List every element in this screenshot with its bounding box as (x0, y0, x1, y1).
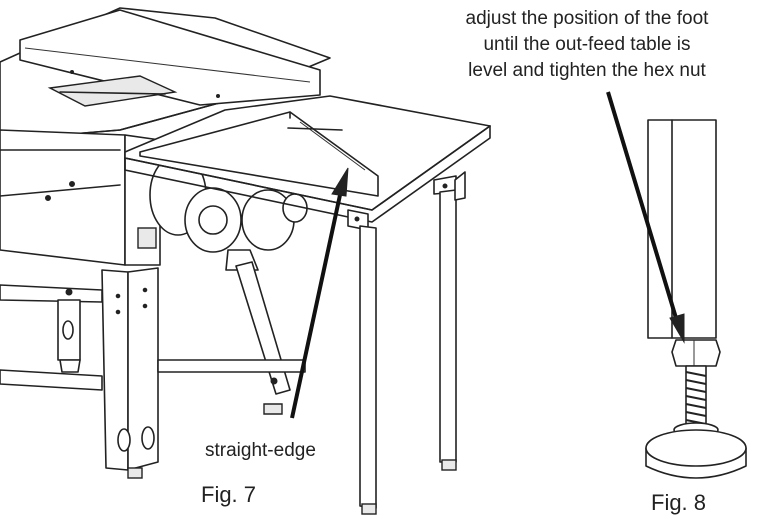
saw-stand-legs (0, 267, 306, 479)
instruction-line-3: level and tighten the hex nut (468, 60, 706, 81)
straight-edge-arrow (290, 167, 349, 419)
foot-detail (645, 119, 747, 479)
figure-8-caption: Fig. 8 (651, 490, 707, 515)
figure-7-caption: Fig. 7 (201, 482, 257, 507)
straight-edge-label: straight-edge (205, 440, 316, 461)
saw-main-table (0, 7, 331, 141)
saw-cabinet (0, 129, 161, 266)
instruction-line-1: adjust the position of the foot (465, 8, 709, 29)
instruction-line-2: until the out-feed table is (483, 34, 691, 55)
outfeed-legs (347, 171, 466, 515)
outfeed-table (124, 95, 491, 223)
foot-adjust-instruction: adjust the position of the foot until th… (412, 6, 757, 84)
foot-arrow (606, 91, 685, 344)
saw-motor (149, 154, 308, 415)
